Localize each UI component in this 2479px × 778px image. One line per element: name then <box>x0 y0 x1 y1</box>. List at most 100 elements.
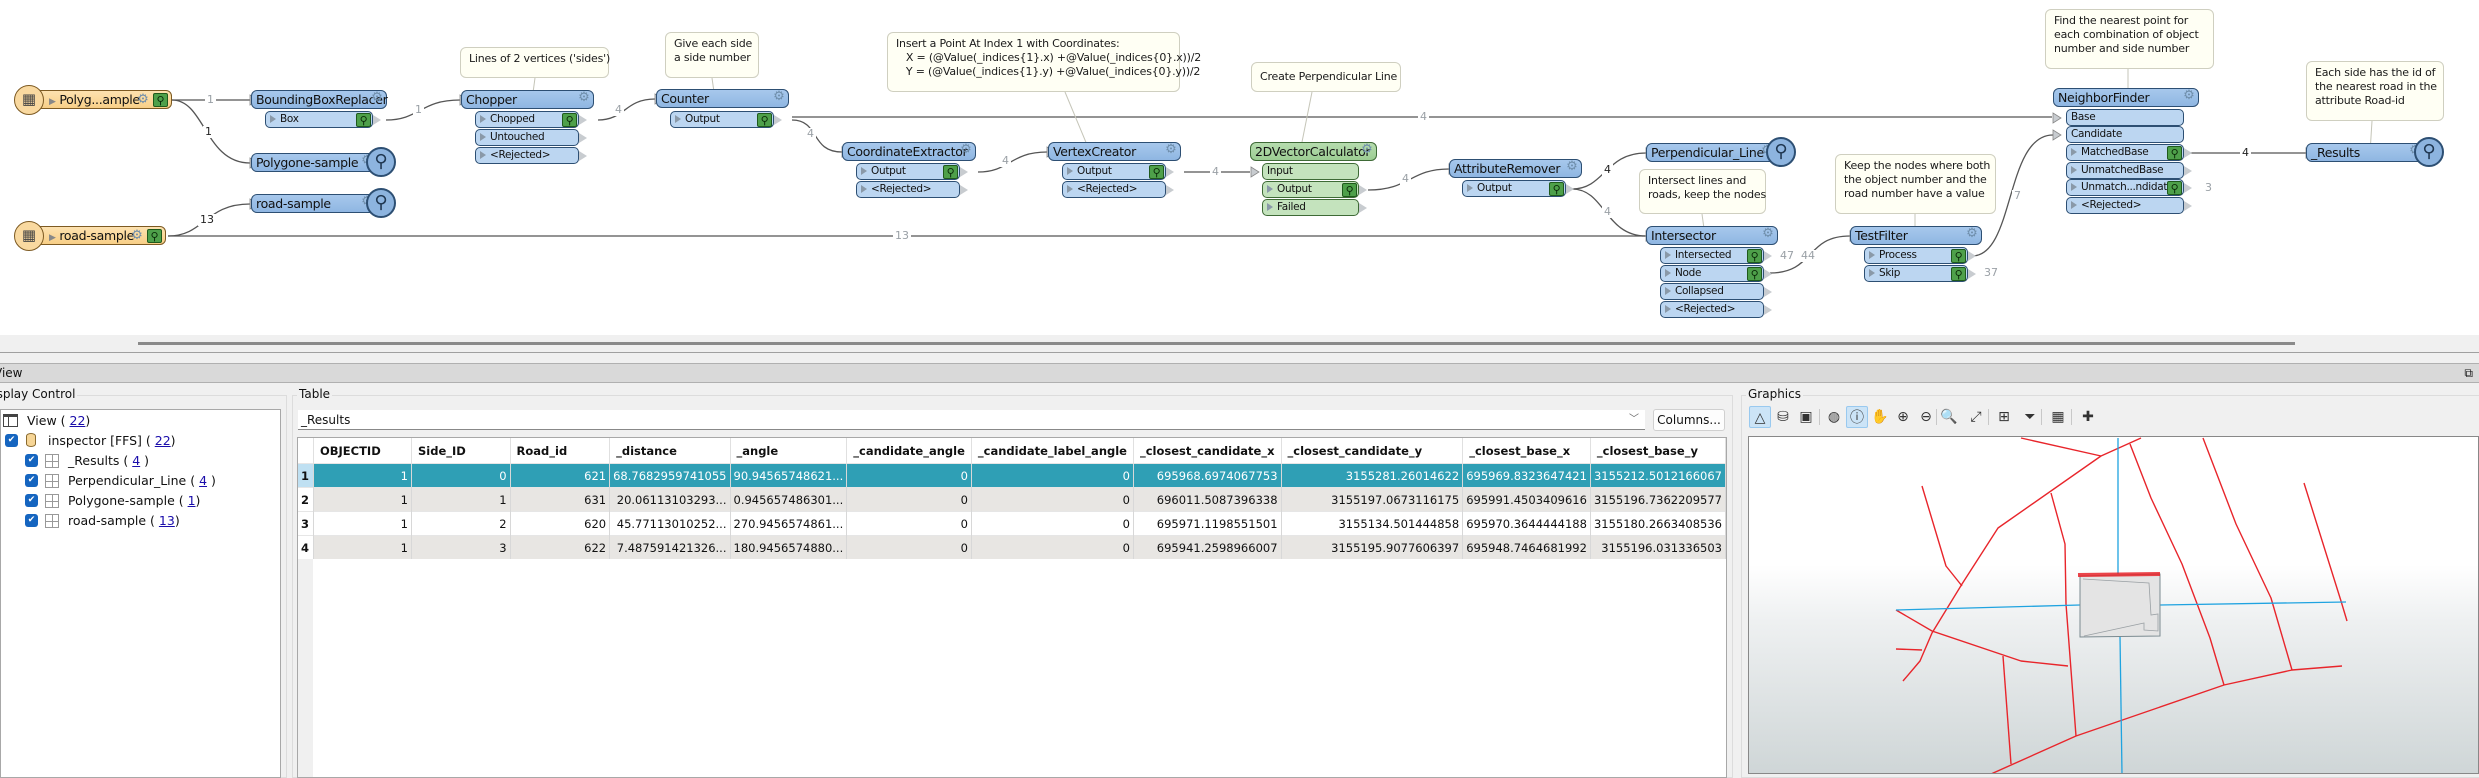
column-header[interactable]: _distance <box>609 438 731 464</box>
feature-count-link[interactable]: 4 <box>199 473 208 488</box>
gear-icon[interactable]: ⚙ <box>1966 226 1978 241</box>
row-number[interactable]: 3 <box>298 511 314 536</box>
select-table-icon[interactable]: ⊞ <box>1998 409 2010 425</box>
table-cell[interactable]: 3155281.26014622 <box>1281 463 1464 488</box>
port-output[interactable]: Output⚲ <box>856 163 968 180</box>
transformer-counter[interactable]: Counter ⚙ Output⚲ <box>656 89 789 128</box>
table-cell[interactable]: 1 <box>313 511 413 536</box>
port-rejected[interactable]: <Rejected> <box>475 147 587 164</box>
port-process[interactable]: Process⚲ <box>1864 247 1976 264</box>
table-cell[interactable]: 695971.1198551501 <box>1133 511 1282 536</box>
table-cell[interactable]: 696011.5087396338 <box>1133 487 1282 512</box>
table-cell[interactable]: 3155180.2663408536 <box>1590 511 1726 536</box>
table-cell[interactable]: 0 <box>411 463 511 488</box>
inspector-road-sample[interactable]: road-sample ⚙ ⚲ <box>251 188 396 218</box>
inspector-results[interactable]: _Results ⚙ ⚲ <box>2306 137 2444 167</box>
column-header[interactable]: OBJECTID <box>313 438 413 464</box>
table-cell[interactable]: 3 <box>411 535 511 559</box>
table-cell[interactable]: 0 <box>846 535 972 559</box>
gear-icon[interactable]: ⚙ <box>773 89 785 104</box>
row-number[interactable]: 4 <box>298 535 314 559</box>
table-cell[interactable]: 695948.7464681992 <box>1462 535 1591 559</box>
table-cell[interactable]: 3155134.501444858 <box>1281 511 1464 536</box>
port-candidate[interactable]: Candidate <box>2066 126 2184 143</box>
port-output[interactable]: Output⚲ <box>1262 181 1367 198</box>
port-unmatchedbase[interactable]: UnmatchedBase <box>2066 162 2192 179</box>
table-cell[interactable]: 620 <box>510 511 611 536</box>
table-cell[interactable]: 0 <box>846 463 972 488</box>
layer-tree[interactable]: View ( 22) ✔ inspector [FFS] ( 22) ✔ _Re… <box>0 409 281 778</box>
table-cell[interactable]: 3155196.7362209577 <box>1590 487 1726 512</box>
columns-button[interactable]: Columns... <box>1653 409 1725 431</box>
table-row[interactable]: 2 1 1 631 20.06113103293... 0.9456574863… <box>298 487 1726 512</box>
table-cell[interactable]: 1 <box>313 535 413 559</box>
feature-count-link[interactable]: 22 <box>69 413 86 428</box>
annotation-neighborfinder[interactable]: Find the nearest point for each combinat… <box>2045 9 2214 69</box>
table-cell[interactable]: 2 <box>411 511 511 536</box>
column-header[interactable]: Road_id <box>510 438 611 464</box>
table-cell[interactable]: 0 <box>971 463 1134 488</box>
port-intersected[interactable]: Intersected⚲ <box>1660 247 1772 264</box>
table-selector-dropdown[interactable]: _Results ﹀ <box>298 410 1645 430</box>
column-header[interactable]: _candidate_angle <box>846 438 972 464</box>
graphics-map-view[interactable] <box>1748 436 2479 774</box>
table-cell[interactable]: 695941.2598966007 <box>1133 535 1282 559</box>
table-cell[interactable]: 0 <box>971 535 1134 559</box>
table-cell[interactable]: 1 <box>313 487 413 512</box>
column-header[interactable]: _closest_base_y <box>1590 438 1726 464</box>
port-collapsed[interactable]: Collapsed <box>1660 283 1772 300</box>
table-cell[interactable]: 695991.4503409616 <box>1462 487 1591 512</box>
checkbox-checked-icon[interactable]: ✔ <box>25 474 38 487</box>
annotation-testfilter[interactable]: Keep the nodes where both the object num… <box>1835 154 1996 214</box>
feature-inspect-icon[interactable]: ⚲ <box>153 93 168 107</box>
table-cell[interactable]: 631 <box>510 487 611 512</box>
port-output[interactable]: Output⚲ <box>670 111 782 128</box>
port-rejected[interactable]: <Rejected> <box>1660 301 1772 318</box>
annotation-results[interactable]: Each side has the id of the nearest road… <box>2306 61 2444 121</box>
table-cell[interactable]: 0 <box>846 511 972 536</box>
data-table[interactable]: OBJECTID Side_ID Road_id _distance _angl… <box>297 437 1727 778</box>
annotation-vertexcreator[interactable]: Insert a Point At Index 1 with Coordinat… <box>887 32 1201 92</box>
select-info-icon[interactable]: ⓘ <box>1846 406 1868 428</box>
column-header[interactable]: _angle <box>730 438 848 464</box>
checkbox-checked-icon[interactable]: ✔ <box>5 434 18 447</box>
reader-polygone-sample[interactable]: ▶ Polyg...ample ⚙ ⚲ ▦ <box>14 85 172 115</box>
port-chopped[interactable]: Chopped⚲ <box>475 111 587 128</box>
checkbox-checked-icon[interactable]: ✔ <box>25 454 38 467</box>
port-rejected[interactable]: <Rejected> <box>2066 197 2192 214</box>
table-cell[interactable]: 0.945657486301... <box>730 487 848 512</box>
inspector-perpendicular-line[interactable]: Perpendicular_Line ⚙ ⚲ <box>1646 137 1796 167</box>
column-header[interactable]: _closest_base_x <box>1462 438 1591 464</box>
pan-hand-icon[interactable]: ✋ <box>1871 409 1889 425</box>
annotation-counter[interactable]: Give each side a side number <box>665 32 759 78</box>
table-cell[interactable]: 622 <box>510 535 611 559</box>
port-skip[interactable]: Skip⚲ <box>1864 265 1976 282</box>
feature-count-link[interactable]: 4 <box>132 453 141 468</box>
checkbox-checked-icon[interactable]: ✔ <box>25 514 38 527</box>
gear-icon[interactable]: ⚙ <box>1165 142 1177 157</box>
orbit-icon[interactable]: ◍ <box>1827 409 1841 425</box>
table-cell[interactable]: 270.9456574861... <box>730 511 848 536</box>
table-cell[interactable]: 1 <box>313 463 413 488</box>
add-geometry-icon[interactable]: ✚ <box>2082 409 2094 425</box>
row-number[interactable]: 1 <box>298 463 314 488</box>
display-feature-icon[interactable]: △ <box>1749 406 1771 428</box>
zoom-extent-icon[interactable]: ⤢ <box>1970 409 1982 425</box>
port-output[interactable]: Output⚲ <box>1462 180 1574 197</box>
table-cell[interactable]: 90.94565748621... <box>730 463 848 488</box>
port-untouched[interactable]: Untouched <box>475 129 587 146</box>
table-cell[interactable]: 621 <box>510 463 611 488</box>
feature-inspect-icon[interactable]: ⚲ <box>1951 267 1966 281</box>
annotation-chopper[interactable]: Lines of 2 vertices ('sides') <box>460 47 610 78</box>
reader-road-sample[interactable]: ▶ road-sample ⚙ ⚲ ▦ <box>14 221 166 251</box>
table-cell[interactable]: 695968.6974067753 <box>1133 463 1282 488</box>
column-header[interactable]: Side_ID <box>411 438 511 464</box>
transformer-chopper[interactable]: Chopper ⚙ Chopped⚲ Untouched <Rejected> <box>461 90 594 164</box>
table-cell[interactable]: 0 <box>971 487 1134 512</box>
workspace-canvas[interactable]: 1 1 13 13 1 4 4 4 4 4 4 4 4 47 44 7 37 4… <box>0 0 2479 335</box>
table-row[interactable]: 1 1 0 621 68.7682959741055 90.9456574862… <box>298 463 1726 488</box>
table-row[interactable]: 4 1 3 622 7.487591421326... 180.94565748… <box>298 535 1726 559</box>
transformer-intersector[interactable]: Intersector ⚙ Intersected⚲ Node⚲ Collaps… <box>1646 226 1778 318</box>
query-icon[interactable]: 🔍 <box>1940 409 1958 425</box>
restore-window-icon[interactable]: ⧉ <box>2464 366 2473 380</box>
